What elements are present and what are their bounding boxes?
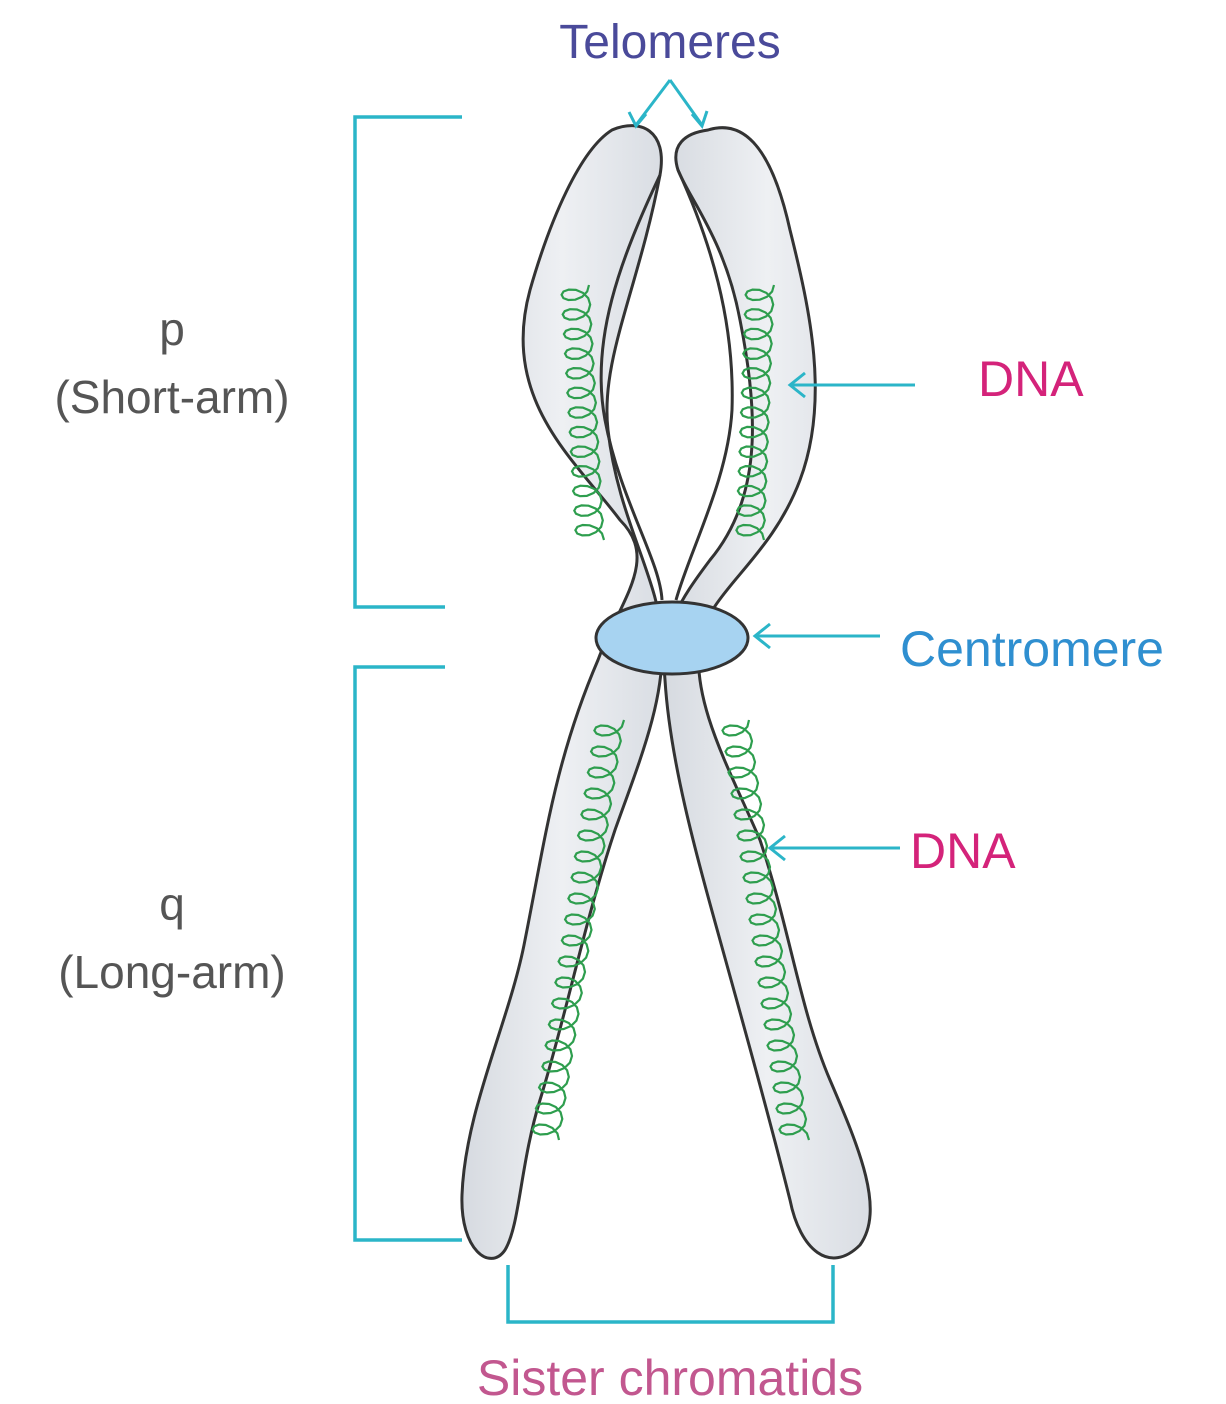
q-arm-letter: q xyxy=(159,878,185,930)
centromere-label: Centromere xyxy=(900,621,1164,677)
telomere-arrows xyxy=(629,80,707,126)
q-arm-name: (Long-arm) xyxy=(58,946,286,998)
telomeres-label: Telomeres xyxy=(559,16,780,69)
centromere xyxy=(596,602,748,674)
centromere-arrow xyxy=(755,624,880,648)
p-arm-name: (Short-arm) xyxy=(54,371,289,423)
dna-lower-label: DNA xyxy=(910,823,1016,879)
p-arm-bracket xyxy=(355,117,462,607)
q-arm-bracket xyxy=(355,667,462,1240)
sister-chromatids-bracket xyxy=(508,1265,833,1322)
p-arm-letter: p xyxy=(159,303,185,355)
sister-chromatids-label: Sister chromatids xyxy=(477,1350,863,1404)
dna-lower-arrow xyxy=(770,836,900,860)
dna-upper-label: DNA xyxy=(978,351,1084,407)
